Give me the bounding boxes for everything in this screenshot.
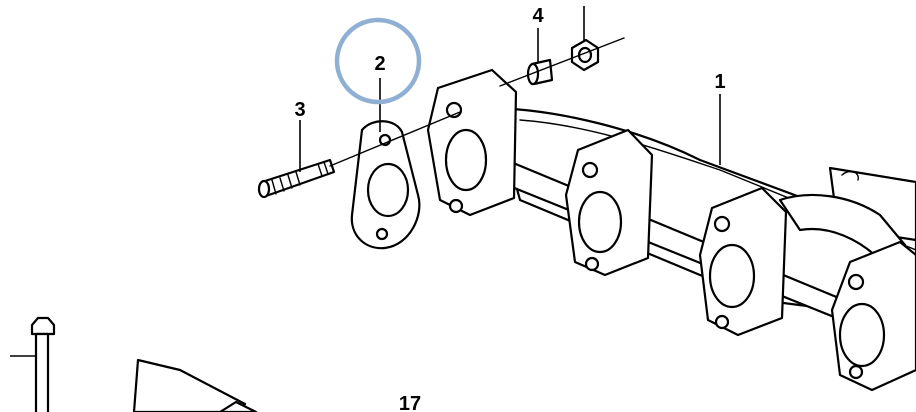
stud-part-3[interactable]: [257, 158, 336, 199]
spacer-part-4[interactable]: [526, 58, 554, 86]
callout-3: 3: [294, 99, 305, 121]
callout-4: 4: [532, 5, 544, 27]
gasket-part-2[interactable]: [350, 120, 421, 250]
bolt[interactable]: [10, 316, 56, 412]
port-flange-1: [426, 68, 518, 217]
callout-1: 1: [714, 71, 725, 93]
port-flange-4: [830, 240, 916, 392]
assembly-axis-line-upper: [499, 37, 625, 87]
port-flange-2: [564, 128, 654, 277]
bracket-part-17[interactable]: [132, 358, 258, 412]
callout-17: 17: [399, 393, 421, 412]
port-flange-3: [698, 186, 788, 337]
nut[interactable]: [570, 38, 600, 72]
highlight-ring: [334, 17, 422, 105]
callout-2[interactable]: 2: [374, 53, 385, 75]
assembly-axis-line: [329, 111, 461, 167]
exhaust-manifold[interactable]: [426, 68, 916, 392]
